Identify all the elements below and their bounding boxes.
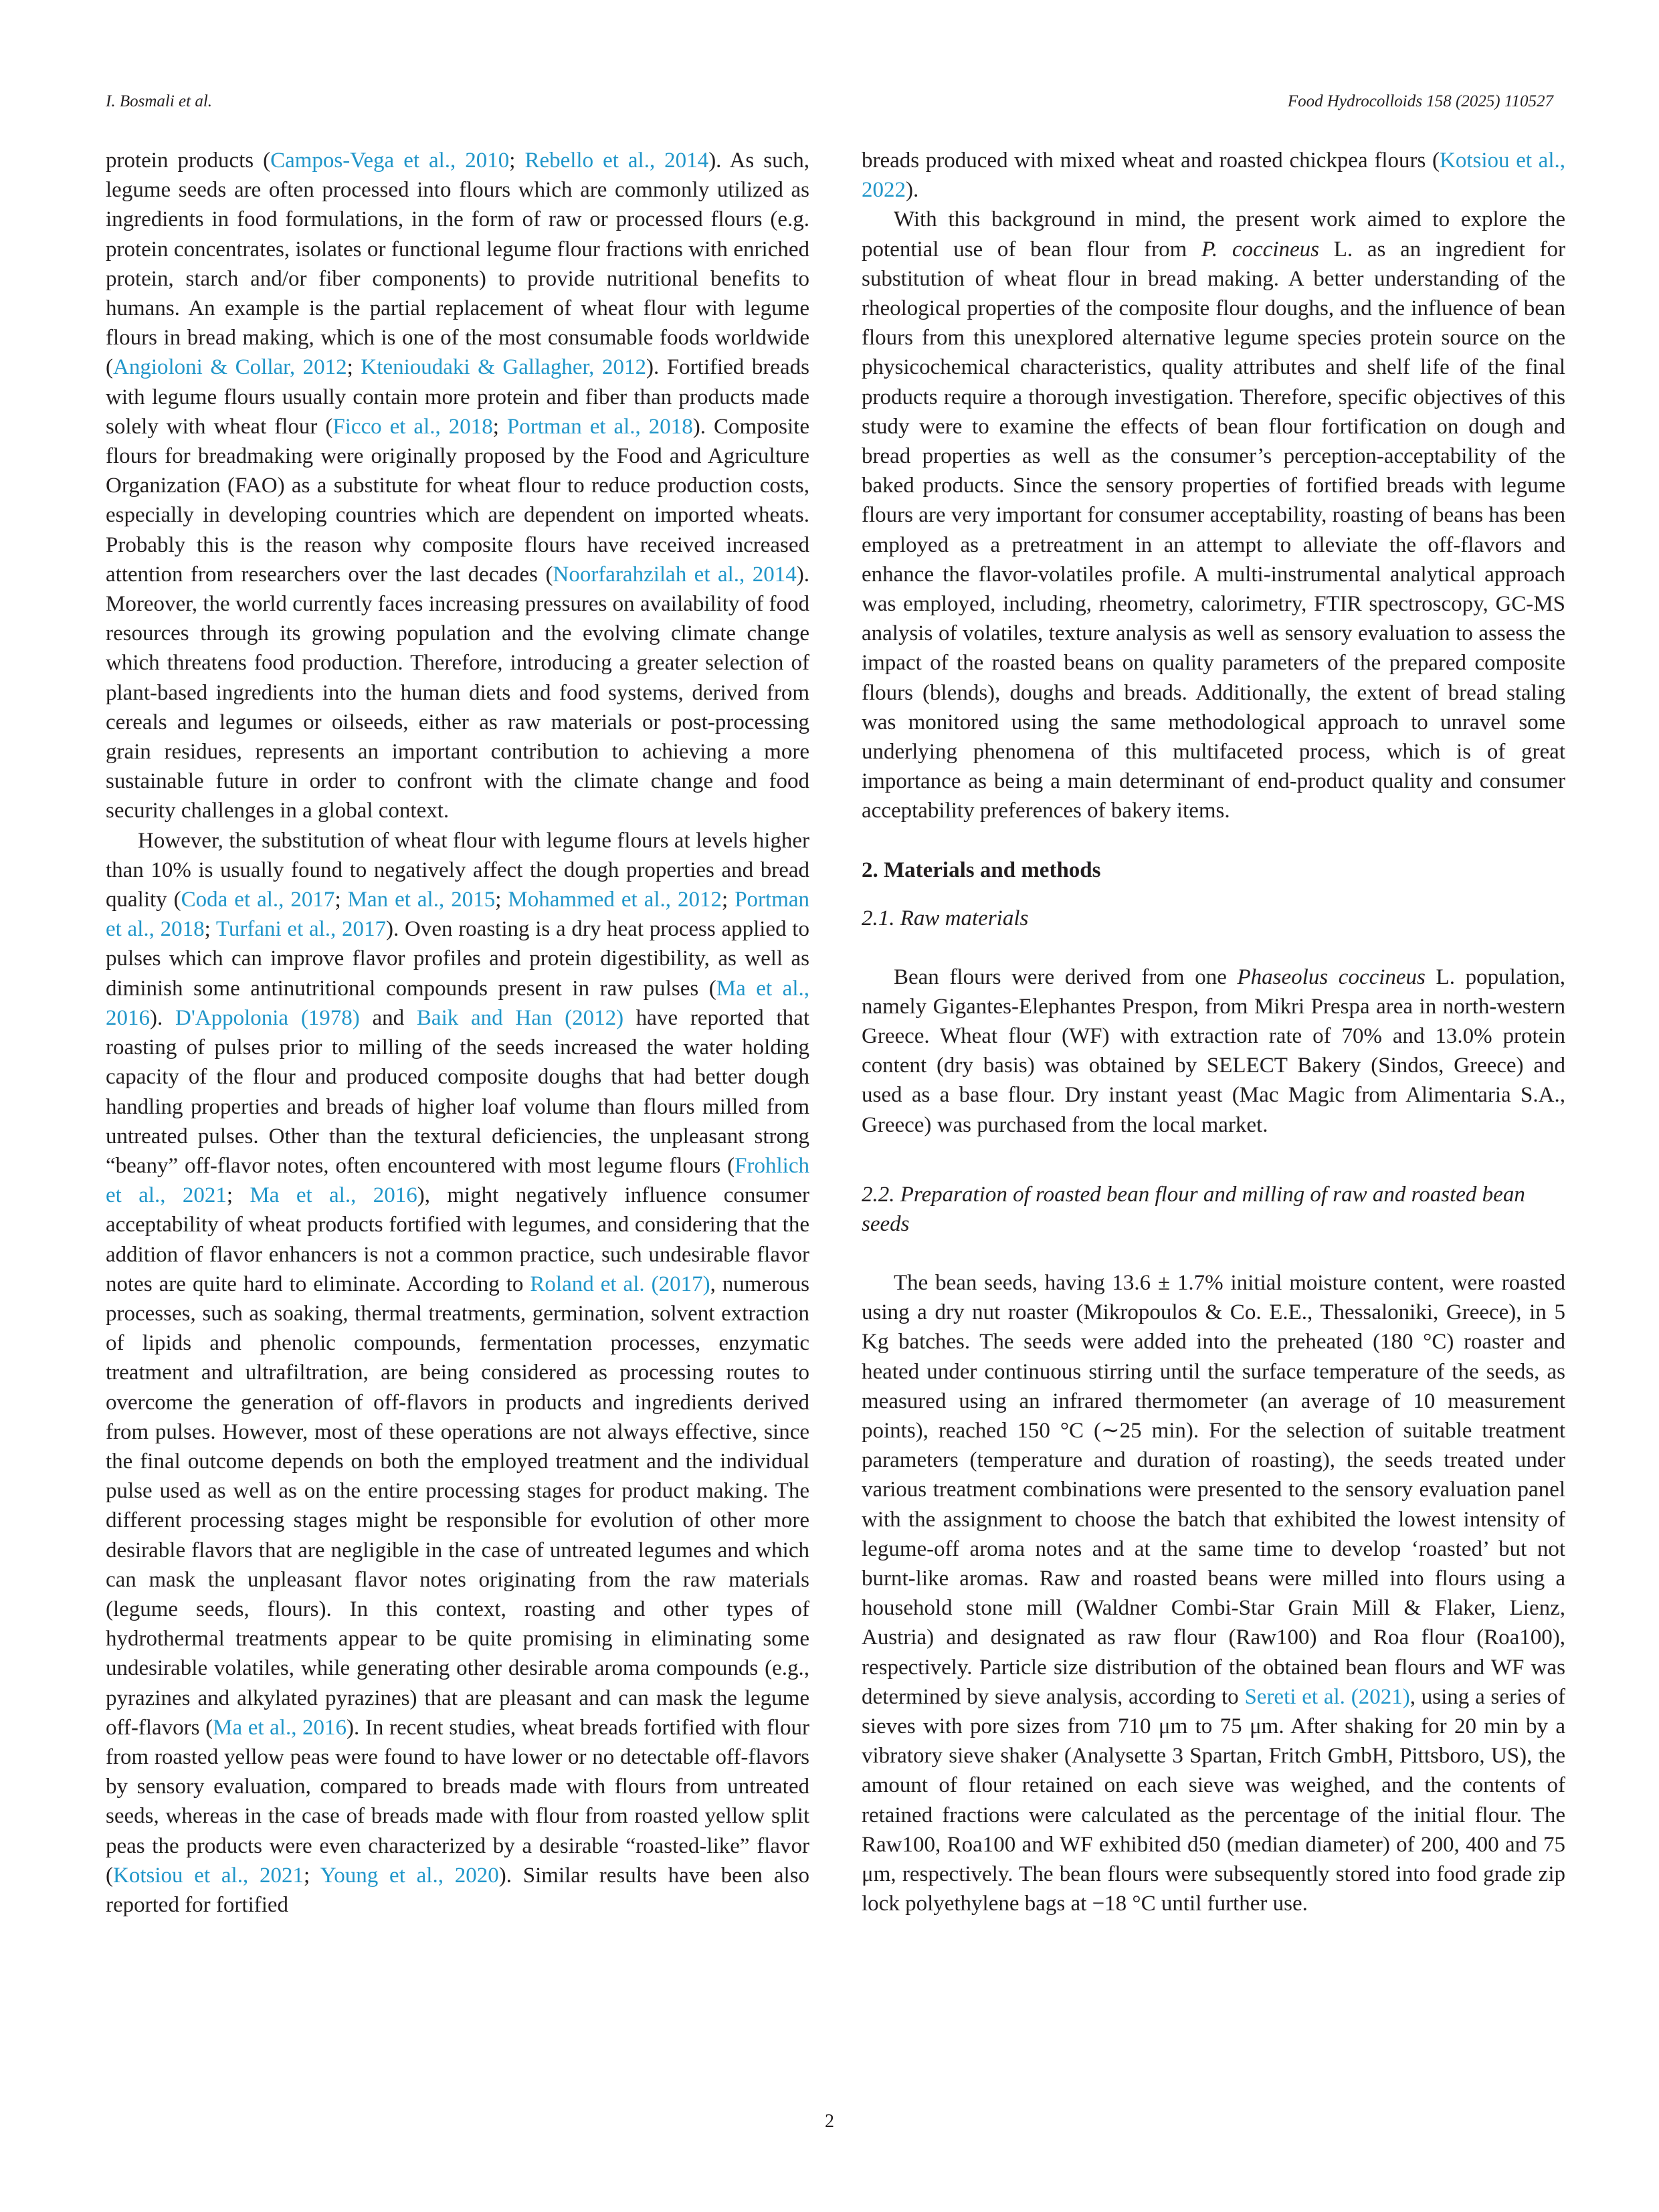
citation-link[interactable]: Sereti et al. (2021)	[1244, 1684, 1410, 1709]
paragraph-objectives: With this background in mind, the presen…	[862, 207, 1565, 823]
citation-link[interactable]: Campos-Vega et al., 2010	[270, 148, 510, 173]
citation-link[interactable]: Frohlich et al., 2021	[106, 1153, 809, 1208]
citation-link[interactable]: Portman et al., 2018	[106, 888, 810, 942]
citation-link[interactable]: Ma et al., 2016	[106, 976, 810, 1030]
citation-link[interactable]: Ma et al., 2016	[213, 1715, 347, 1740]
citation-link[interactable]: Coda et al., 2017	[181, 888, 335, 912]
citation-link[interactable]: Kotsiou et al., 2021	[113, 1863, 304, 1888]
subsection-heading-roasting: 2.2. Preparation of roasted bean flour a…	[862, 1182, 1525, 1236]
citation-link[interactable]: Kotsiou et al., 2022	[862, 148, 1565, 203]
citation-link[interactable]: Rebello et al., 2014	[524, 148, 709, 173]
citation-link[interactable]: Ktenioudaki & Gallagher, 2012	[361, 355, 646, 380]
citation-link[interactable]: Noorfarahzilah et al., 2014	[553, 562, 797, 587]
header-authors: I. Bosmali et al.	[106, 92, 213, 110]
header-journal: Food Hydrocolloids 158 (2025) 110527	[1287, 92, 1553, 110]
citation-link[interactable]: Young et al., 2020	[320, 1863, 499, 1888]
paragraph-breads-continued: breads produced with mixed wheat and roa…	[862, 148, 1565, 203]
left-column: protein products (Campos-Vega et al., 20…	[106, 146, 809, 1920]
citation-link[interactable]: Ma et al., 2016	[250, 1183, 417, 1208]
paragraph-raw-materials: Bean flours were derived from one Phaseo…	[862, 965, 1565, 1137]
citation-link[interactable]: Man et al., 2015	[347, 888, 496, 912]
citation-link[interactable]: D'Appolonia (1978)	[175, 1005, 360, 1030]
citation-link[interactable]: Turfani et al., 2017	[215, 917, 387, 942]
citation-link[interactable]: Roland et al. (2017)	[530, 1272, 710, 1296]
section-heading-materials-methods: 2. Materials and methods	[862, 858, 1101, 882]
paragraph-roasting: The bean seeds, having 13.6 ± 1.7% initi…	[862, 1270, 1565, 1916]
citation-link[interactable]: Portman et al., 2018	[506, 414, 693, 439]
running-header: I. Bosmali et al. Food Hydrocolloids 158…	[106, 92, 1553, 119]
citation-link[interactable]: Ficco et al., 2018	[332, 414, 493, 439]
right-column: breads produced with mixed wheat and roa…	[862, 146, 1565, 1918]
subsection-heading-raw-materials: 2.1. Raw materials	[862, 906, 1029, 930]
citation-link[interactable]: Mohammed et al., 2012	[508, 888, 722, 912]
page-number: 2	[825, 2111, 834, 2132]
paragraph-intro-continued: protein products (Campos-Vega et al., 20…	[106, 148, 810, 823]
paragraph-substitution: However, the substitution of wheat flour…	[106, 828, 810, 1917]
citation-link[interactable]: Angioloni & Collar, 2012	[113, 355, 347, 380]
citation-link[interactable]: Baik and Han (2012)	[416, 1005, 624, 1030]
